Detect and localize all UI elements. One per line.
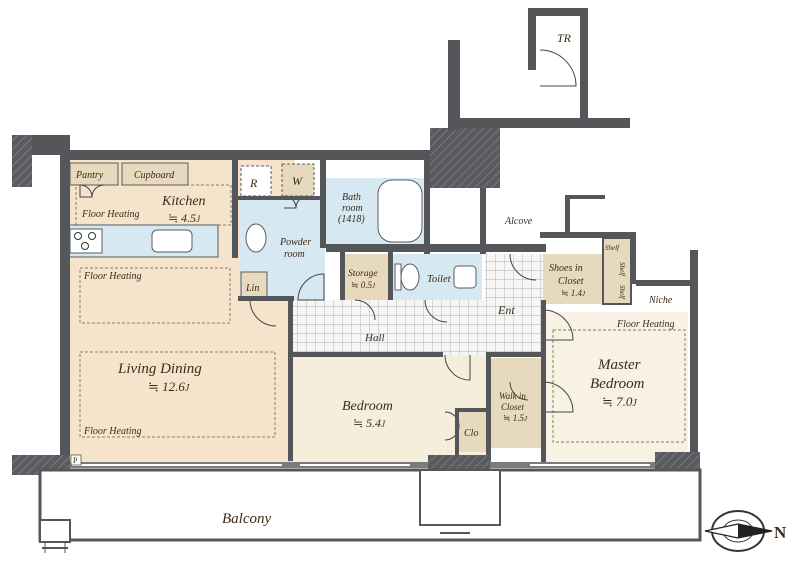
balcony: [38, 468, 702, 553]
column-top: [430, 128, 500, 188]
floor-heating-dining: Floor Heating: [83, 426, 142, 437]
entrance-floor[interactable]: [485, 254, 543, 310]
floor-heating-master: Floor Heating: [616, 319, 675, 330]
floor-heating-kitchen: Floor Heating: [81, 209, 140, 220]
bedroom-size: ≒ 5.4J: [353, 416, 386, 430]
storage-label: Storage: [348, 269, 378, 279]
master-name-1: Master: [597, 357, 641, 373]
balcony-label: Balcony: [222, 511, 271, 527]
shoes-label-1: Shoes in: [549, 263, 583, 274]
clo-label: Clo: [464, 428, 478, 439]
upper-corridor-wall: [460, 118, 630, 128]
shelf-label-mid: Shelf: [618, 262, 626, 277]
cupboard-label: Cupboard: [134, 170, 175, 181]
heating-zone-living: [79, 267, 231, 324]
living-size: ≒ 12.6J: [148, 379, 190, 394]
wall-right: [690, 250, 698, 466]
tr-label: TR: [557, 31, 572, 45]
bath-label-2: room: [342, 203, 363, 214]
kitchen-sink: [151, 229, 193, 253]
toilet-handsink: [453, 265, 477, 289]
balcony-outline: [38, 468, 702, 542]
compass-icon: N: [704, 510, 787, 552]
shoes-closet-floor: [543, 254, 603, 304]
master-name-2: Bedroom: [590, 376, 645, 392]
shelf-label-low: Shelf: [618, 285, 626, 300]
ent-label: Ent: [497, 303, 515, 317]
bedroom-name: Bedroom: [342, 399, 393, 414]
linen-label: Lin: [245, 283, 259, 294]
master-size: ≒ 7.0J: [602, 394, 637, 409]
bath-label-1: Bath: [342, 192, 361, 203]
wall-bath-right: [424, 158, 430, 254]
wall-bedroom-master: [541, 300, 546, 462]
walls: [12, 8, 700, 513]
refrigerator-label: R: [249, 176, 258, 190]
pantry-label: Pantry: [75, 170, 104, 181]
wall-kitchen-powder: [232, 158, 238, 258]
storage-floor: [344, 254, 388, 300]
heating-zone-dining: [79, 351, 276, 438]
clo-floor: [458, 412, 488, 452]
wic-label-2: Closet: [501, 402, 525, 412]
wall-powder-bath: [320, 158, 326, 248]
storage-size: ≒ 0.5J: [351, 280, 376, 290]
wic-size: ≒ 1.5J: [503, 413, 528, 423]
shelf-box: [602, 237, 632, 305]
bath-fixtures: [240, 179, 477, 301]
compass-north-label: N: [774, 523, 787, 542]
wall-hall-bedroom: [293, 352, 443, 357]
shoes-label-2: Closet: [558, 276, 584, 287]
kitchen-size: ≒ 4.5J: [168, 211, 201, 225]
washer-label: W: [292, 174, 303, 188]
wic-label-1: Walk in: [499, 391, 526, 401]
shaft-wall: [448, 40, 460, 130]
labels: TR Pantry Cupboard Kitchen ≒ 4.5J Floor …: [70, 31, 675, 527]
wall-living-bedroom: [288, 296, 293, 461]
kitchen-name: Kitchen: [161, 194, 206, 209]
heating-zone-master: [552, 329, 686, 443]
p-mark: P: [73, 456, 78, 465]
walk-in-closet-floor: [491, 358, 543, 448]
toilet-label: Toilet: [427, 274, 452, 285]
powder-label-1: Powder: [279, 237, 311, 248]
wall-mid: [326, 244, 546, 252]
master-bedroom-floor: [545, 312, 688, 463]
powder-sink: [245, 223, 267, 253]
toilet-tank: [394, 263, 402, 291]
bath-label-3: (1418): [338, 214, 365, 225]
linen-shelf: [240, 271, 268, 301]
powder-label-2: room: [284, 249, 305, 260]
bathtub: [377, 179, 423, 243]
toilet-bowl: [400, 263, 420, 291]
wall-top: [60, 150, 430, 160]
alcove-label: Alcove: [504, 216, 533, 227]
living-name: Living Dining: [117, 361, 202, 377]
wall-left: [60, 150, 70, 470]
cupboard-box: [121, 162, 189, 186]
niche-label: Niche: [648, 295, 673, 306]
floor-heating-living: Floor Heating: [83, 271, 142, 282]
shelf-label-top: Shelf: [605, 244, 620, 252]
shoes-size: ≒ 1.4J: [561, 288, 586, 298]
hall-label: Hall: [364, 332, 385, 344]
